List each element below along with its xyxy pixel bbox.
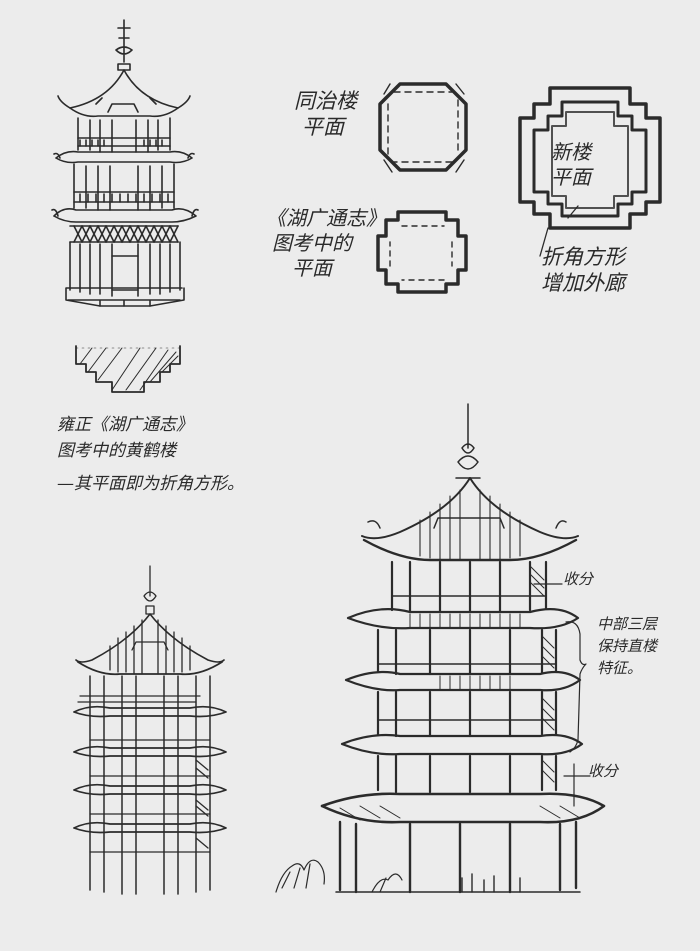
note-line: —其平面即为折角方形。 <box>57 473 244 494</box>
note-line: 保持直楼 <box>597 636 658 655</box>
taper-bottom-label: 收分 <box>588 762 619 780</box>
note-line: 增加外廊 <box>541 271 625 296</box>
note-line: 特征。 <box>597 658 643 677</box>
note-line: 雍正《湖广通志》 <box>57 415 193 435</box>
note-line: 图考中的黄鹤楼 <box>57 441 176 462</box>
taper-top-label: 收分 <box>563 570 594 588</box>
huguang-plan-drawing <box>376 210 468 294</box>
yongzheng-note: 雍正《湖广通志》 图考中的黄鹤楼 —其平面即为折角方形。 <box>57 412 244 497</box>
note-line: 折角方形 <box>541 245 625 269</box>
label-line: 平面 <box>302 115 344 140</box>
note-line: 中部三层 <box>597 615 658 633</box>
label-line: 平面 <box>292 256 332 280</box>
label-line: 图考中的 <box>272 231 352 255</box>
tongzhi-plan-label: 同治楼 平面 <box>294 88 357 141</box>
tongzhi-tower-sketch <box>73 565 227 895</box>
tongzhi-plan-drawing <box>378 82 468 173</box>
new-plan-note: 折角方形 增加外廊 <box>541 244 625 297</box>
new-tower-sketch <box>275 403 606 894</box>
huguang-plan-label: 《湖广通志》 图考中的 平面 <box>266 206 386 281</box>
label-line: 《湖广通志》 <box>266 206 386 230</box>
label-line: 平面 <box>551 165 591 189</box>
new-plan-drawing <box>518 86 662 257</box>
new-plan-label: 新楼 平面 <box>551 140 591 190</box>
yongzheng-tower-sketch <box>51 19 199 307</box>
hatched-plan-section <box>75 345 181 393</box>
middle-floors-note: 中部三层 保持直楼 特征。 <box>597 614 657 679</box>
label-line: 同治楼 <box>294 89 357 113</box>
label-line: 新楼 <box>551 140 591 164</box>
annotation-marks <box>533 573 591 807</box>
